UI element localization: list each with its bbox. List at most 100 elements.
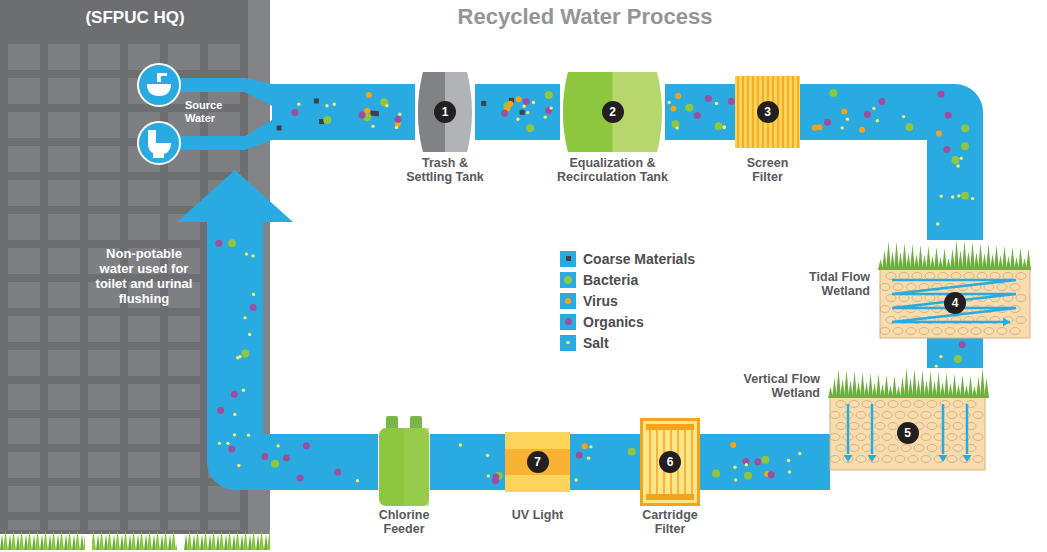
usage-note: Non-potable water used for toilet and ur… bbox=[88, 246, 200, 306]
particle bbox=[486, 454, 489, 457]
particle bbox=[754, 458, 761, 465]
particle bbox=[303, 442, 310, 449]
particle bbox=[943, 146, 950, 153]
particle bbox=[715, 122, 723, 130]
stage-label: Cartridge Filter bbox=[634, 508, 706, 536]
particle bbox=[841, 109, 847, 115]
particle bbox=[730, 442, 736, 448]
particle bbox=[628, 448, 636, 456]
source-water-icons: Source Water bbox=[135, 62, 272, 170]
legend-swatch bbox=[560, 293, 576, 309]
particle bbox=[248, 333, 251, 336]
legend: Coarse MaterialsBacteriaVirusOrganicsSal… bbox=[560, 248, 695, 353]
stage-label: Vertical Flow Wetland bbox=[736, 372, 820, 400]
particle bbox=[228, 446, 235, 453]
particle bbox=[685, 104, 693, 112]
grass bbox=[92, 530, 177, 552]
particle bbox=[283, 455, 290, 462]
legend-dot bbox=[565, 298, 571, 304]
particle bbox=[961, 142, 969, 150]
particle bbox=[523, 98, 530, 105]
diagram-title: Recycled Water Process bbox=[420, 4, 750, 30]
particle bbox=[252, 293, 255, 296]
particle bbox=[723, 125, 726, 128]
grass bbox=[0, 530, 85, 552]
particle bbox=[733, 466, 736, 469]
legend-swatch bbox=[560, 251, 576, 267]
particle bbox=[481, 101, 486, 106]
particle bbox=[864, 111, 871, 118]
chlorine-feeder: Chlorine Feeder bbox=[378, 414, 430, 506]
particle bbox=[728, 98, 735, 105]
particle bbox=[395, 126, 398, 129]
particle bbox=[374, 111, 379, 116]
particle bbox=[667, 101, 670, 104]
pipe bbox=[235, 222, 378, 462]
particle bbox=[238, 355, 241, 358]
legend-dot bbox=[566, 341, 569, 344]
particle bbox=[242, 389, 245, 392]
particle bbox=[787, 459, 790, 462]
stage-label: Chlorine Feeder bbox=[371, 508, 437, 536]
particle bbox=[271, 460, 279, 468]
grass bbox=[184, 530, 270, 552]
legend-dot bbox=[565, 318, 572, 325]
legend-swatch bbox=[560, 314, 576, 330]
arrow-head bbox=[177, 170, 293, 222]
pipe-connector bbox=[570, 443, 640, 482]
pipe-connector bbox=[272, 92, 415, 130]
particle bbox=[961, 192, 969, 200]
particle bbox=[744, 472, 752, 480]
particle bbox=[297, 475, 304, 482]
legend-swatch bbox=[560, 272, 576, 288]
source-label: Source Water bbox=[185, 99, 239, 125]
vertical-wetland-shape bbox=[830, 368, 985, 470]
particle bbox=[872, 107, 875, 110]
pipe-connector bbox=[430, 443, 505, 484]
particle bbox=[364, 108, 370, 114]
particle bbox=[945, 112, 952, 119]
particle bbox=[459, 443, 462, 446]
particle bbox=[241, 350, 249, 358]
stage-label: UV Light bbox=[498, 508, 578, 522]
callout-number: 4 bbox=[944, 292, 966, 314]
legend-row: Organics bbox=[560, 311, 695, 332]
particle bbox=[905, 123, 913, 131]
particle bbox=[276, 444, 279, 447]
particle bbox=[587, 456, 590, 459]
particle bbox=[228, 239, 236, 247]
particle bbox=[245, 252, 248, 255]
particle bbox=[545, 107, 552, 114]
pipe-connector bbox=[475, 91, 560, 132]
particle bbox=[768, 471, 775, 478]
particle bbox=[846, 117, 849, 120]
particle bbox=[314, 99, 319, 104]
particle bbox=[492, 477, 499, 484]
particle bbox=[859, 127, 865, 133]
pipe-connector bbox=[935, 338, 966, 368]
particle bbox=[960, 157, 963, 160]
particle bbox=[516, 96, 522, 102]
particle bbox=[940, 194, 943, 197]
pipe bbox=[475, 84, 560, 140]
pipe bbox=[665, 84, 735, 140]
legend-row: Salt bbox=[560, 332, 695, 353]
legend-row: Coarse Materials bbox=[560, 248, 695, 269]
particle bbox=[217, 407, 224, 414]
particle bbox=[356, 479, 359, 482]
particle bbox=[715, 102, 718, 105]
chlorine-feeder-shape bbox=[378, 414, 430, 506]
particle bbox=[291, 109, 298, 116]
particle bbox=[961, 124, 969, 132]
particle bbox=[261, 453, 268, 460]
callout-number: 5 bbox=[897, 422, 919, 444]
particle bbox=[366, 92, 372, 98]
particle bbox=[487, 474, 490, 477]
particle bbox=[694, 112, 701, 119]
particle bbox=[218, 442, 221, 445]
particle bbox=[675, 93, 681, 99]
particle bbox=[971, 197, 974, 200]
particle bbox=[226, 442, 229, 445]
particle bbox=[520, 110, 525, 115]
particle bbox=[938, 91, 945, 98]
